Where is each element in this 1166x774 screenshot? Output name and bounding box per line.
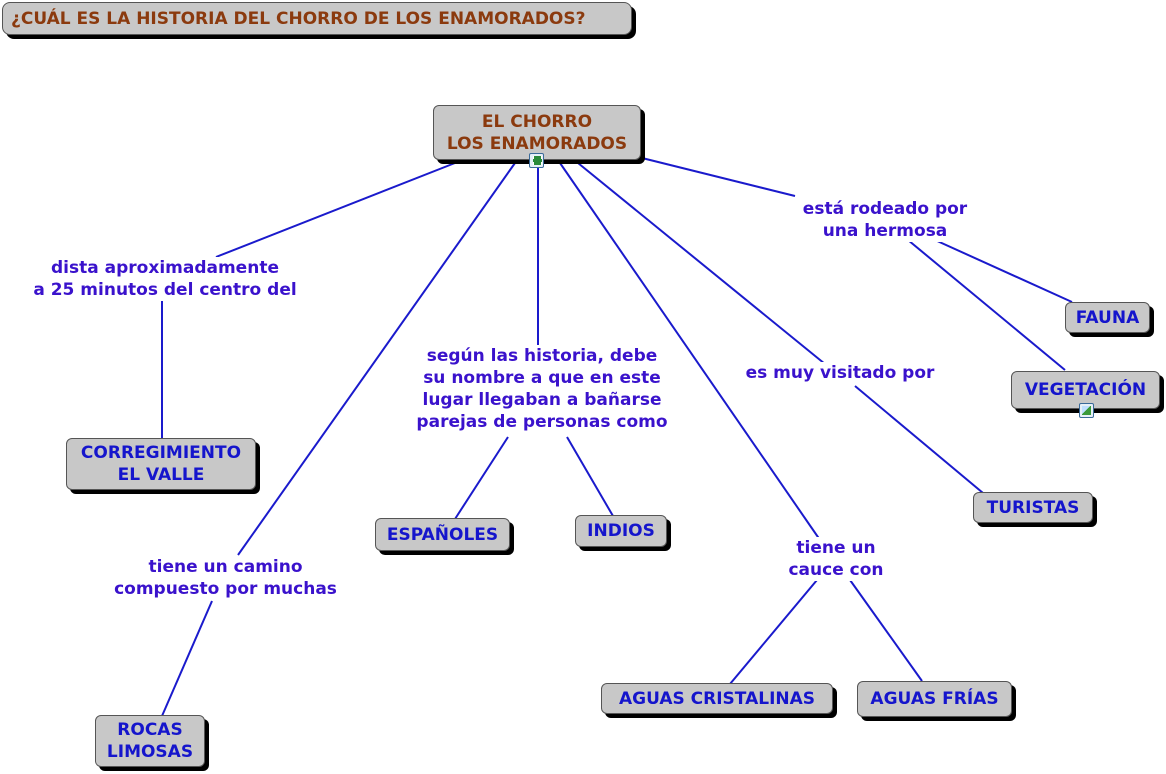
concept-turistas[interactable]: TURISTAS xyxy=(973,492,1093,523)
image-icon[interactable] xyxy=(1079,403,1094,418)
line-central-camino xyxy=(237,162,516,556)
line-cauce-cristalinas xyxy=(729,579,818,685)
line-visitado-turistas xyxy=(854,385,984,494)
concept-espanoles[interactable]: ESPAÑOLES xyxy=(375,518,510,551)
line-rodeado-fauna xyxy=(934,239,1073,303)
line-central-dista xyxy=(215,162,456,258)
link-camino: tiene un camino compuesto por muchas xyxy=(101,556,350,600)
concept-vegetacion[interactable]: VEGETACIÓN xyxy=(1011,371,1160,409)
line-central-visitado xyxy=(577,162,826,365)
map-title: ¿CUÁL ES LA HISTORIA DEL CHORRO DE LOS E… xyxy=(2,2,632,35)
film-icon[interactable] xyxy=(529,153,544,168)
link-dista: dista aproximadamente a 25 minutos del c… xyxy=(20,257,310,301)
central-concept[interactable]: EL CHORRO LOS ENAMORADOS xyxy=(433,105,641,160)
line-camino-rocas xyxy=(161,600,213,717)
concept-corregimiento[interactable]: CORREGIMIENTO EL VALLE xyxy=(66,438,256,490)
concept-aguas-frias[interactable]: AGUAS FRÍAS xyxy=(857,681,1012,717)
concept-indios[interactable]: INDIOS xyxy=(575,515,667,547)
central-concept-label: EL CHORRO LOS ENAMORADOS xyxy=(446,111,628,154)
concept-fauna[interactable]: FAUNA xyxy=(1065,302,1150,333)
line-central-cauce xyxy=(559,162,821,541)
line-central-rodeado xyxy=(641,157,796,197)
line-rodeado-vegetacion xyxy=(907,239,1066,371)
link-rodeado: está rodeado por una hermosa xyxy=(792,198,978,242)
concept-rocas-limosas[interactable]: ROCAS LIMOSAS xyxy=(95,715,205,767)
line-segun-indios xyxy=(566,436,614,517)
link-cauce: tiene un cauce con xyxy=(775,537,897,581)
concept-aguas-cristalinas[interactable]: AGUAS CRISTALINAS xyxy=(601,683,833,714)
line-segun-espanoles xyxy=(454,436,509,520)
link-visitado: es muy visitado por xyxy=(733,362,947,384)
line-cauce-frias xyxy=(849,579,923,682)
link-segun: según las historia, debe su nombre a que… xyxy=(403,345,681,433)
